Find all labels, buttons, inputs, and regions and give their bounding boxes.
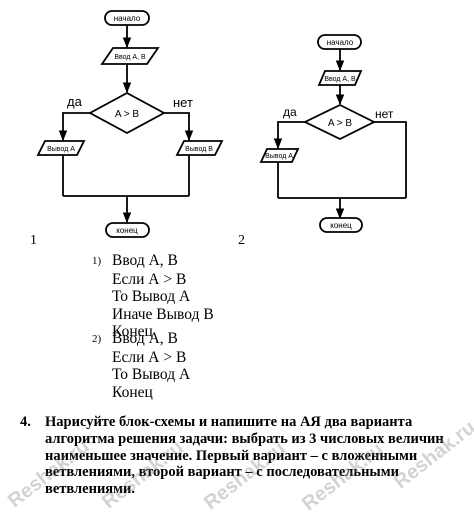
figure-2-number: 2 (238, 233, 245, 248)
flowchart-1 (58, 24, 194, 224)
fc2-input-parallelogram (317, 70, 363, 86)
fc1-output-left-text: Вывод А (47, 146, 75, 153)
fc1-input-parallelogram (100, 47, 160, 65)
fc1-end-text: конец (116, 226, 138, 235)
fc2-output-left-text: Вывод А (265, 153, 293, 160)
fc2-condition-text: A > B (328, 118, 353, 129)
fc2-start-terminal (317, 34, 362, 50)
algorithm-1-number: 1) (92, 255, 102, 267)
fc1-output-left-parallelogram (36, 140, 86, 156)
fc2-condition-diamond (302, 103, 377, 141)
fc1-condition-diamond (88, 91, 166, 135)
algorithm-2-line: То Вывод А (112, 366, 191, 384)
fc1-end-terminal (105, 222, 150, 238)
fc1-start-text: начало (114, 14, 141, 23)
fc2-yes-label: да (283, 105, 297, 119)
algorithm-2: 2) Ввод А, В Если А > В То Вывод А Конец (92, 330, 190, 401)
fc2-no-label: нет (375, 107, 394, 121)
algorithm-1: 1) Ввод А, В Если А > В То Вывод А Иначе … (92, 252, 214, 341)
flowcharts-figure: начало Ввод А, В A > B Вывод А Вывод В к… (30, 10, 407, 248)
fc1-no-label: нет (173, 95, 193, 110)
fc1-input-text: Ввод А, В (114, 54, 146, 61)
task-text: Нарисуйте блок-схемы и напишите на АЯ дв… (45, 414, 444, 498)
fc2-input-text: Ввод А, В (324, 76, 356, 83)
fc2-start-text: начало (327, 38, 354, 47)
algorithm-2-line: Ввод А, В (112, 330, 178, 347)
fc2-end-terminal (319, 217, 363, 233)
algorithm-2-line: Конец (112, 383, 153, 401)
task-number: 4. (20, 414, 31, 430)
fc2-end-text: конец (330, 221, 352, 230)
algorithm-1-line: Конец (112, 323, 153, 341)
algorithm-2-line: Если А > В (112, 348, 187, 366)
flowchart-2 (273, 48, 407, 220)
algorithm-1-line: То Вывод А (112, 288, 191, 306)
flowchart-1-shapes (36, 10, 224, 238)
algorithm-1-line: Иначе Вывод В (112, 305, 214, 323)
figure-1-number: 1 (30, 233, 37, 248)
fc1-condition-text: A > B (115, 109, 140, 120)
algorithm-1-line: Если А > В (112, 270, 187, 288)
fc1-output-right-parallelogram (175, 140, 224, 156)
algorithm-1-line: Ввод А, В (112, 252, 178, 269)
fc1-start-terminal (104, 10, 150, 26)
flowchart-2-shapes (259, 34, 377, 233)
task-4: 4. Нарисуйте блок-схемы и напишите на АЯ… (20, 414, 468, 498)
algorithm-2-number: 2) (92, 333, 102, 345)
fc1-yes-label: да (67, 94, 83, 109)
fc2-output-left-parallelogram (259, 148, 300, 163)
fc1-output-right-text: Вывод В (185, 146, 213, 153)
